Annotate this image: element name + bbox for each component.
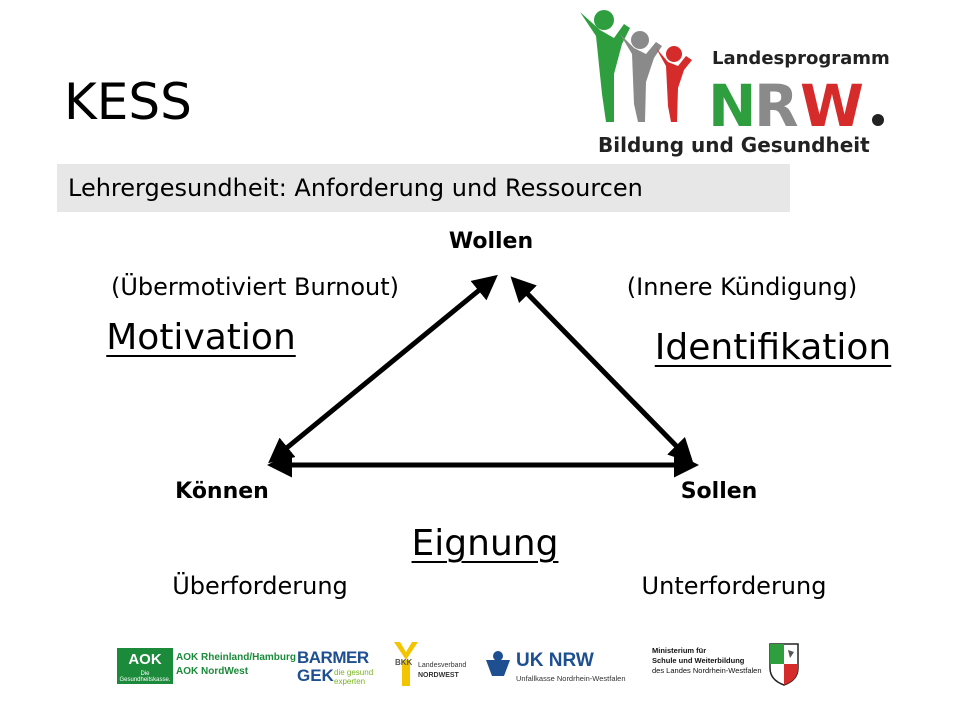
barmer-tagline-2: experten <box>334 677 366 686</box>
red-figure-head <box>666 46 682 62</box>
logo-nrw-dot <box>872 114 884 126</box>
aok-line1: AOK Rheinland/Hamburg <box>176 652 297 663</box>
aok-badge-text: AOK <box>128 651 162 668</box>
grey-figure-body <box>620 34 662 122</box>
bkk-badge-text: BKK <box>395 658 413 667</box>
logo-nrw-w: W <box>800 72 864 140</box>
bkk-line1: Landesverband <box>418 662 467 669</box>
aok-line2: AOK NordWest <box>176 666 249 677</box>
barmer-tagline-1: die gesund <box>334 668 374 677</box>
aok-badge-subtext: Die Gesundheitskasse. <box>119 671 171 683</box>
slide-subtitle: Lehrergesundheit: Anforderung und Ressou… <box>68 174 643 202</box>
uk-nrw-logo-mark <box>486 651 510 676</box>
subtitle-band <box>57 164 790 212</box>
logo-bildung-text: Bildung und Gesundheit <box>598 133 870 157</box>
green-figure-body <box>580 12 630 122</box>
vertex-wollen: Wollen <box>448 229 534 254</box>
unterforderung-note: Unterforderung <box>641 572 827 600</box>
grey-figure-head <box>631 31 649 49</box>
bkk-logo-mark <box>394 642 418 686</box>
vertex-koennen: Können <box>175 479 269 504</box>
green-figure-head <box>594 10 614 30</box>
bkk-line2: NORDWEST <box>418 672 459 679</box>
right-side-arrow <box>510 276 694 464</box>
ministry-line3: des Landes Nordrhein-Westfalen <box>652 666 762 675</box>
red-figure-body <box>656 48 692 122</box>
ministry-line2: Schule und Weiterbildung <box>652 656 745 665</box>
barmer-text: BARMER <box>297 648 369 667</box>
left-side-paren: (Übermotiviert Burnout) <box>110 273 400 301</box>
ministry-line1: Ministerium für <box>652 646 707 655</box>
uk-nrw-subtext: Unfallkasse Nordrhein-Westfalen <box>516 674 626 683</box>
right-side-paren: (Innere Kündigung) <box>626 273 858 301</box>
motivation-label: Motivation <box>106 317 296 358</box>
eignung-label: Eignung <box>411 523 559 564</box>
landesprogramm-nrw-logo: Landesprogramm N R W Bildung und Gesundh… <box>580 10 890 157</box>
logo-nrw-n: N <box>708 72 757 140</box>
ueberforderung-note: Überforderung <box>172 572 348 600</box>
uk-nrw-text: UK NRW <box>516 650 594 671</box>
gek-text: GEK <box>297 666 334 685</box>
vertex-sollen: Sollen <box>680 479 758 504</box>
aok-logo-badge: AOK Die Gesundheitskasse. <box>117 648 173 684</box>
slide-title: KESS <box>64 73 192 131</box>
identifikation-label: Identifikation <box>654 327 892 368</box>
logo-nrw-r: R <box>754 72 799 140</box>
nrw-coat-of-arms-icon <box>769 643 799 686</box>
left-side-arrow <box>268 274 498 464</box>
logo-landesprogramm-text: Landesprogramm <box>712 48 890 69</box>
